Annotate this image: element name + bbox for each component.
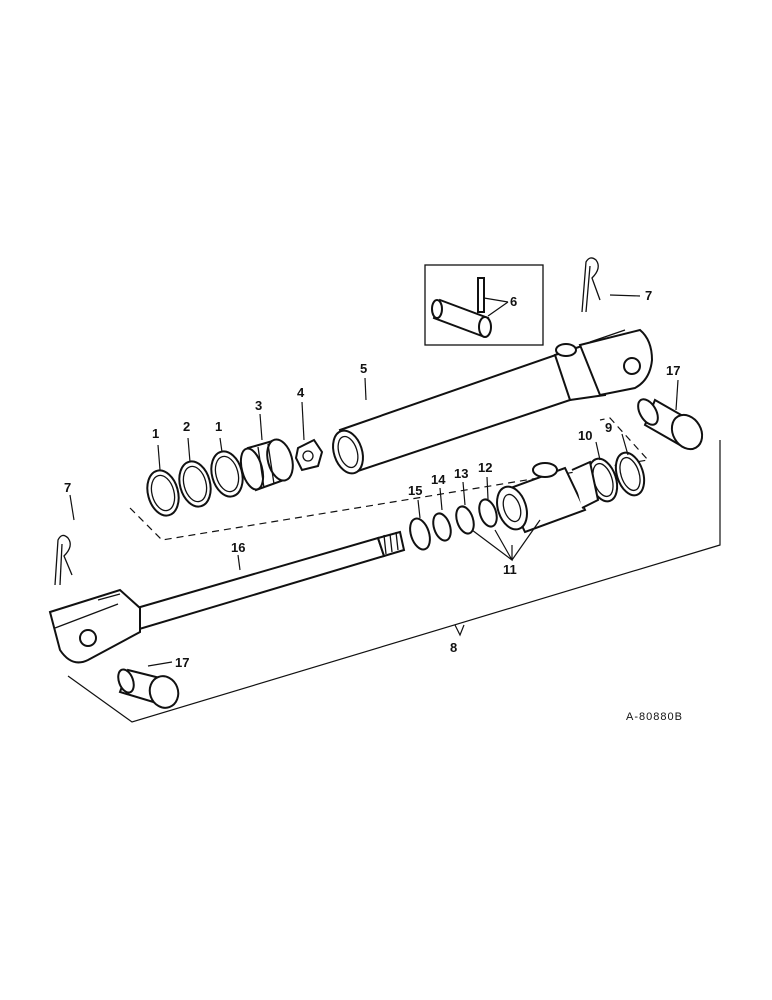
clevis-pin-lower [117, 668, 180, 709]
rod-clevis [48, 588, 141, 664]
callout-6: 6 [510, 294, 517, 309]
inset-pin [431, 298, 492, 338]
callout-8: 8 [450, 640, 457, 655]
seal-kit-dashed-outline [129, 417, 650, 541]
cylinder-tube-part-5 [332, 338, 607, 475]
callout-16: 16 [231, 540, 245, 555]
reference-code: A-80880B [626, 711, 683, 723]
callout-17-right: 17 [666, 363, 680, 378]
callout-13: 13 [454, 466, 468, 481]
hair-pin-cotter-top [581, 257, 601, 313]
hair-pin-cotter-left [54, 534, 73, 586]
callout-12: 12 [478, 460, 492, 475]
clevis-pin-right [637, 398, 704, 451]
callout-10: 10 [578, 428, 592, 443]
callout-17-lower: 17 [175, 655, 189, 670]
callout-1b: 1 [215, 419, 222, 434]
assembly-bracket-8 [67, 440, 721, 723]
seals-12-15 [409, 498, 498, 551]
callout-2: 2 [183, 419, 190, 434]
callout-9: 9 [605, 420, 612, 435]
piston-part-3 [239, 438, 294, 492]
tube-clevis [578, 328, 654, 397]
inset-roll-pin [477, 277, 485, 313]
callout-14: 14 [431, 472, 446, 487]
piston-rod-part-16 [128, 530, 406, 632]
callout-7-left: 7 [64, 480, 71, 495]
callout-5: 5 [360, 361, 367, 376]
nut-part-4 [294, 438, 324, 472]
callout-3: 3 [255, 398, 262, 413]
rings-1-2-1 [146, 450, 244, 517]
callout-4: 4 [297, 385, 305, 400]
leader-lines [69, 294, 679, 667]
callout-1a: 1 [152, 426, 159, 441]
cylinder-gland [496, 460, 600, 534]
callout-15: 15 [408, 483, 422, 498]
inset-box-part-6 [424, 264, 544, 346]
callout-11: 11 [503, 562, 517, 577]
callout-7-top: 7 [645, 288, 652, 303]
